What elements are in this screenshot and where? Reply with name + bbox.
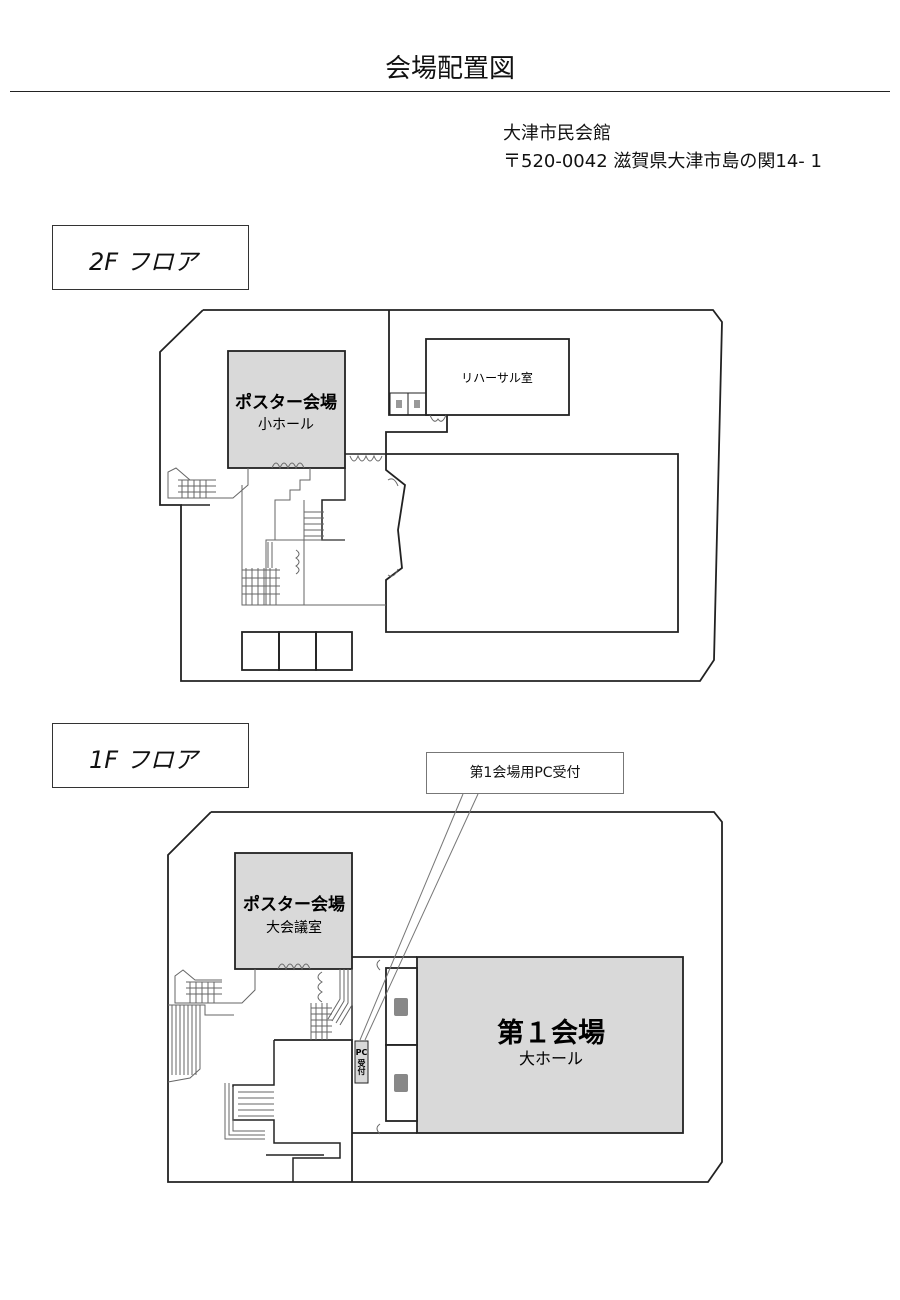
floor-1-outer-wall: [167, 811, 723, 1183]
floor-1-stairs: [167, 959, 381, 1140]
rehearsal-room-label: リハーサル室: [461, 370, 533, 385]
room-2: [278, 631, 317, 671]
elevator-icon: [396, 400, 402, 408]
floor-1-poster-hall-subtitle: 大会議室: [266, 919, 322, 936]
floor-2-plan: [159, 309, 723, 682]
floor-2-label: 2F フロア: [89, 248, 198, 276]
floor-2-poster-hall-subtitle: 小ホール: [258, 417, 314, 433]
floor-1-plan: [167, 793, 723, 1183]
pc-reception-callout: 第1会場用PC受付: [426, 752, 624, 794]
floor-1-poster-hall-title: ポスター会場: [243, 894, 345, 915]
room-3: [315, 631, 353, 671]
pc-reception-label-1: PC: [356, 1048, 368, 1057]
restroom-icon: [394, 998, 408, 1092]
elevator-icon: [414, 400, 420, 408]
main-hall-title: 第１会場: [497, 1017, 605, 1049]
room-1: [241, 631, 280, 671]
venue-name: 大津市民会館: [503, 123, 611, 144]
floor-1-poster-hall: [234, 852, 353, 970]
rehearsal-room: [425, 338, 570, 416]
page-title: 会場配置図: [384, 54, 515, 84]
floor-2-poster-hall-title: ポスター会場: [235, 392, 337, 413]
floor-1-label: 1F フロア: [89, 746, 198, 774]
floor-2-outer-wall: [159, 309, 723, 682]
main-hall-subtitle: 大ホール: [519, 1049, 583, 1068]
floor-2-label-box: 2F フロア: [52, 225, 249, 290]
restroom-lower: [385, 1044, 418, 1122]
floor-1-label-box: 1F フロア: [52, 723, 249, 788]
inner-block: [274, 1039, 353, 1182]
title-divider: [10, 91, 890, 92]
elevator-2: [407, 392, 427, 416]
hall-boundary: [385, 453, 679, 633]
main-hall: [416, 956, 684, 1134]
wall: [385, 310, 448, 454]
pc-reception-box: [354, 1040, 369, 1084]
pc-reception-label-2: 受付: [357, 1058, 366, 1076]
floor-2-stairs: [167, 414, 447, 606]
floor-2-poster-hall: [227, 350, 346, 469]
venue-address: 〒520-0042 滋賀県大津市島の関14- 1: [503, 151, 822, 172]
